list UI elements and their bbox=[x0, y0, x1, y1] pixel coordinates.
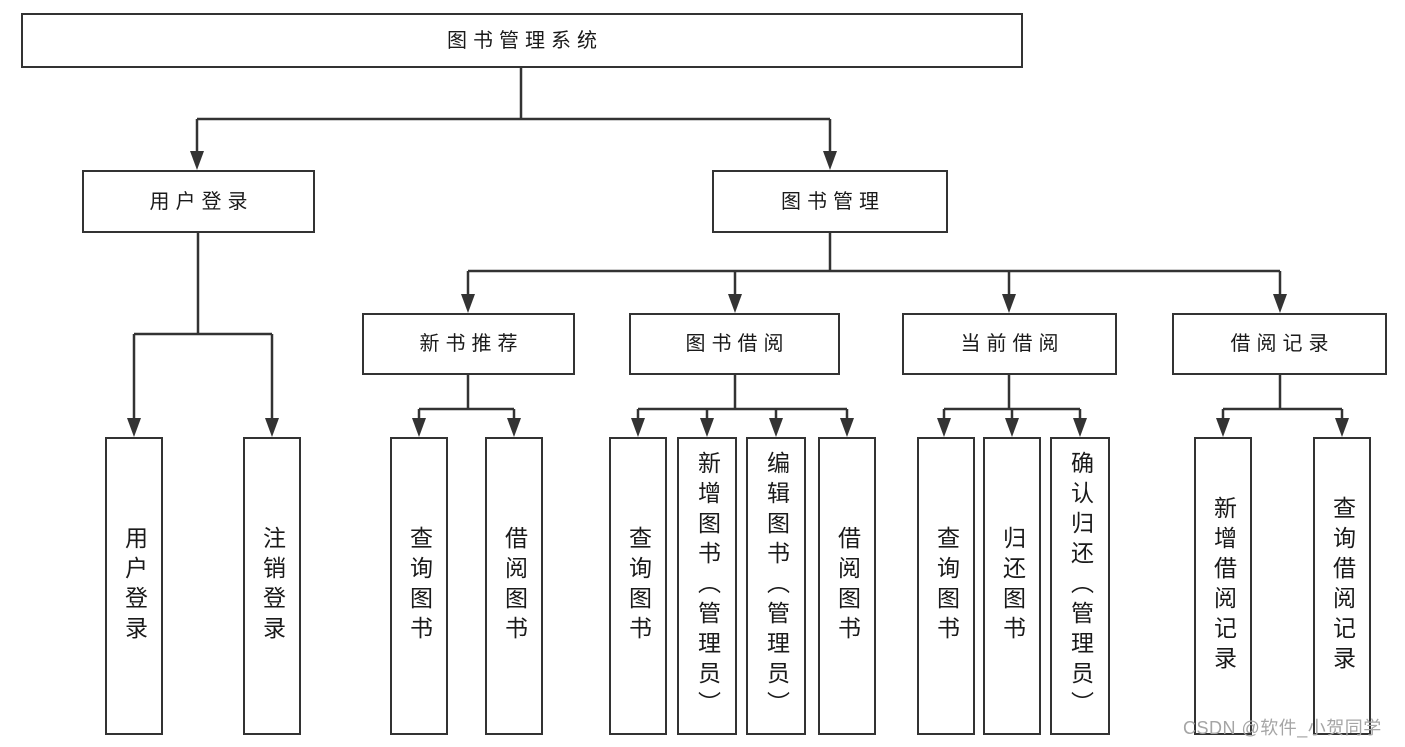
node-user-login-label: 用户登录 bbox=[149, 190, 254, 213]
leaf-return-books: 归还图书 bbox=[983, 437, 1041, 735]
connector-book-management bbox=[466, 233, 1282, 297]
leaf-confirm-return-admin-label: 确认归还（管理员） bbox=[1067, 451, 1094, 721]
leaf-query-books-borrow-label: 查询图书 bbox=[625, 526, 652, 646]
node-root: 图书管理系统 bbox=[21, 13, 1023, 68]
node-book-borrow: 图书借阅 bbox=[629, 313, 840, 375]
leaf-user-login: 用户登录 bbox=[105, 437, 163, 735]
leaf-confirm-return-admin: 确认归还（管理员） bbox=[1050, 437, 1110, 735]
leaf-borrow-books-label: 借阅图书 bbox=[834, 526, 861, 646]
connector-root bbox=[195, 68, 832, 154]
leaf-query-books-recommend: 查询图书 bbox=[390, 437, 448, 735]
leaf-query-books-recommend-label: 查询图书 bbox=[406, 526, 433, 646]
node-borrow-records-label: 借阅记录 bbox=[1230, 333, 1335, 355]
leaf-add-borrow-record-label: 新增借阅记录 bbox=[1210, 496, 1237, 676]
leaf-borrow-books-recommend: 借阅图书 bbox=[485, 437, 543, 735]
connector-current-borrow bbox=[942, 375, 1082, 421]
leaf-query-books-current: 查询图书 bbox=[917, 437, 975, 735]
leaf-logout: 注销登录 bbox=[243, 437, 301, 735]
connector-borrow-records bbox=[1221, 375, 1344, 421]
leaf-logout-label: 注销登录 bbox=[259, 526, 286, 646]
leaf-user-login-label: 用户登录 bbox=[121, 526, 148, 646]
leaf-query-books-borrow: 查询图书 bbox=[609, 437, 667, 735]
connector-new-book-recommend bbox=[417, 375, 516, 421]
leaf-edit-books-admin: 编辑图书（管理员） bbox=[746, 437, 806, 735]
leaf-add-borrow-record: 新增借阅记录 bbox=[1194, 437, 1252, 735]
node-current-borrow-label: 当前借阅 bbox=[960, 333, 1065, 355]
csdn-watermark: CSDN @软件_小贺同学 bbox=[1183, 718, 1382, 738]
node-new-book-recommend: 新书推荐 bbox=[362, 313, 575, 375]
leaf-query-books-current-label: 查询图书 bbox=[933, 526, 960, 646]
node-current-borrow: 当前借阅 bbox=[902, 313, 1117, 375]
node-borrow-records: 借阅记录 bbox=[1172, 313, 1387, 375]
leaf-query-borrow-record: 查询借阅记录 bbox=[1313, 437, 1371, 735]
node-root-label: 图书管理系统 bbox=[447, 29, 603, 52]
leaf-edit-books-admin-label: 编辑图书（管理员） bbox=[763, 451, 790, 721]
node-user-login: 用户登录 bbox=[82, 170, 315, 233]
leaf-borrow-books-recommend-label: 借阅图书 bbox=[501, 526, 528, 646]
leaf-return-books-label: 归还图书 bbox=[999, 526, 1026, 646]
connector-book-borrow bbox=[636, 375, 849, 421]
node-book-management: 图书管理 bbox=[712, 170, 948, 233]
node-book-borrow-label: 图书借阅 bbox=[685, 333, 790, 355]
arrowheads bbox=[127, 151, 1349, 437]
node-book-management-label: 图书管理 bbox=[781, 190, 885, 213]
leaf-query-borrow-record-label: 查询借阅记录 bbox=[1329, 496, 1356, 676]
connector-user-login bbox=[132, 233, 274, 421]
leaf-add-books-admin-label: 新增图书（管理员） bbox=[694, 451, 721, 721]
leaf-borrow-books: 借阅图书 bbox=[818, 437, 876, 735]
leaf-add-books-admin: 新增图书（管理员） bbox=[677, 437, 737, 735]
node-new-book-recommend-label: 新书推荐 bbox=[419, 333, 524, 355]
